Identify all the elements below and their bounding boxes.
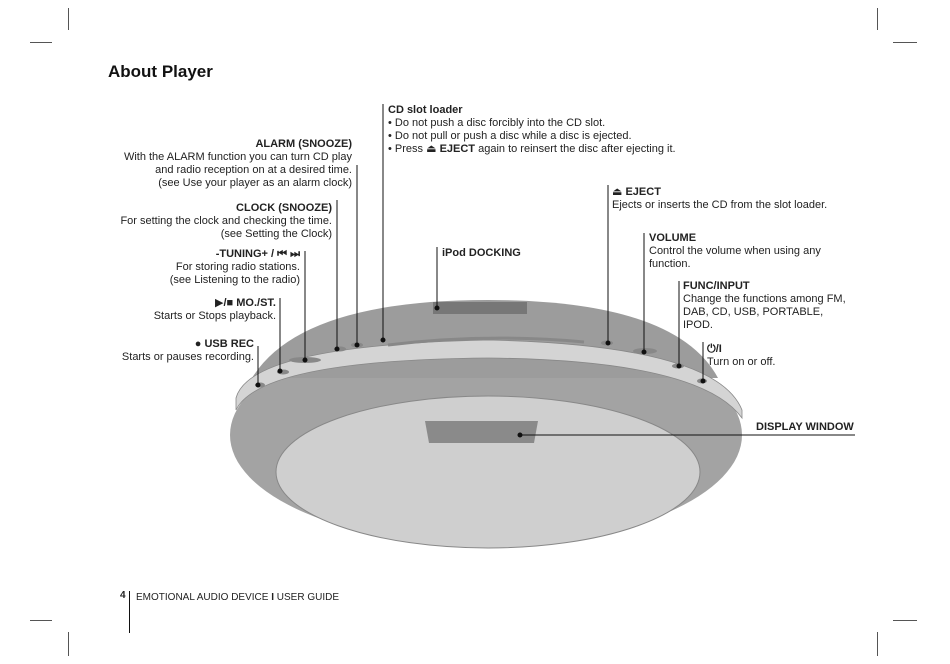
- label-clock: CLOCK (SNOOZE) For setting the clock and…: [100, 202, 332, 241]
- label-volume: VOLUME Control the volume when using any…: [649, 232, 849, 271]
- page-title: About Player: [108, 62, 213, 81]
- tuning-line-1: For storing radio stations.: [175, 261, 300, 273]
- crop-mark: [30, 42, 52, 43]
- cd-slot-bullet-3a: • Press: [388, 143, 424, 155]
- footer-rule: [129, 591, 130, 633]
- label-alarm: ALARM (SNOOZE) With the ALARM function y…: [100, 138, 352, 190]
- crop-mark: [893, 620, 917, 621]
- func-line-1: Change the functions among FM,: [683, 293, 846, 305]
- power-heading: /I: [715, 343, 722, 355]
- play-heading: MO./ST.: [236, 297, 276, 309]
- crop-mark: [893, 42, 917, 43]
- label-tuning: -TUNING+ / ⏮ ⏭ For storing radio station…: [100, 248, 300, 287]
- alarm-line-2: and radio reception on at a desired time…: [155, 164, 352, 176]
- player-front-face: [275, 395, 701, 549]
- page-number: 4: [120, 590, 126, 601]
- volume-line-1: Control the volume when using any: [649, 245, 821, 257]
- usb-rec-heading: USB REC: [204, 338, 254, 350]
- eject-line-1: Ejects or inserts the CD from the slot l…: [612, 199, 828, 211]
- tuning-line-2: (see Listening to the radio): [169, 274, 300, 286]
- label-func: FUNC/INPUT Change the functions among FM…: [683, 280, 863, 332]
- alarm-line-1: With the ALARM function you can turn CD …: [123, 151, 352, 163]
- power-icon: ⏻: [707, 343, 716, 355]
- volume-line-2: function.: [649, 258, 691, 270]
- footer-left: EMOTIONAL AUDIO DEVICE: [136, 592, 269, 603]
- skip-icons: ⏮ ⏭: [277, 248, 300, 260]
- crop-mark: [877, 8, 878, 30]
- crop-mark: [30, 620, 52, 621]
- power-line-1: Turn on or off.: [707, 356, 776, 368]
- label-usb-rec: ● USB REC Starts or pauses recording.: [100, 338, 254, 364]
- footer-right: USER GUIDE: [276, 592, 340, 603]
- func-line-2: DAB, CD, USB, PORTABLE,: [683, 306, 824, 318]
- func-heading: FUNC/INPUT: [683, 280, 750, 292]
- footer-separator: I: [271, 592, 274, 603]
- crop-mark: [68, 632, 69, 656]
- cd-slot-bullet-1: • Do not push a disc forcibly into the C…: [388, 117, 606, 129]
- label-display: DISPLAY WINDOW: [756, 421, 854, 434]
- crop-mark: [877, 632, 878, 656]
- ipod-heading: iPod DOCKING: [442, 247, 521, 259]
- label-eject: ⏏ EJECT Ejects or inserts the CD from th…: [612, 186, 842, 212]
- label-play: ▶/■ MO./ST. Starts or Stops playback.: [100, 297, 276, 323]
- play-line-1: Starts or Stops playback.: [153, 310, 276, 322]
- clock-line-2: (see Setting the Clock): [220, 228, 332, 240]
- cd-slot-heading: CD slot loader: [388, 104, 463, 116]
- eject-icon: ⏏: [426, 143, 437, 155]
- crop-mark: [68, 8, 69, 30]
- alarm-line-3: (see Use your player as an alarm clock): [158, 177, 352, 189]
- volume-heading: VOLUME: [649, 232, 697, 244]
- clock-heading: CLOCK (SNOOZE): [236, 202, 332, 214]
- cd-slot-bullet-3b: EJECT: [439, 143, 476, 155]
- usb-rec-line-1: Starts or pauses recording.: [121, 351, 254, 363]
- display-window: [425, 421, 538, 443]
- cd-slot: [387, 336, 585, 347]
- eject-heading: EJECT: [625, 186, 661, 198]
- label-cd-slot: CD slot loader • Do not push a disc forc…: [388, 104, 718, 156]
- func-line-3: IPOD.: [683, 319, 713, 331]
- cd-slot-bullet-3c: again to reinsert the disc after ejectin…: [478, 143, 676, 155]
- tuning-heading: -TUNING+ /: [215, 248, 275, 260]
- player-rim: [235, 339, 743, 420]
- display-heading: DISPLAY WINDOW: [756, 421, 854, 433]
- eject-icon: ⏏: [612, 186, 623, 198]
- cd-slot-bullet-3: • Press ⏏ EJECT again to reinsert the di…: [388, 143, 718, 156]
- record-dot-icon: ●: [194, 338, 202, 350]
- alarm-heading: ALARM (SNOOZE): [255, 138, 352, 150]
- cd-slot-bullet-2: • Do not pull or push a disc while a dis…: [388, 130, 632, 142]
- label-power: ⏻/I Turn on or off.: [707, 343, 847, 369]
- clock-line-1: For setting the clock and checking the t…: [120, 215, 332, 227]
- ipod-dock-slot: [433, 302, 527, 314]
- play-stop-icon: ▶/■: [215, 297, 234, 309]
- label-ipod: iPod DOCKING: [442, 247, 521, 260]
